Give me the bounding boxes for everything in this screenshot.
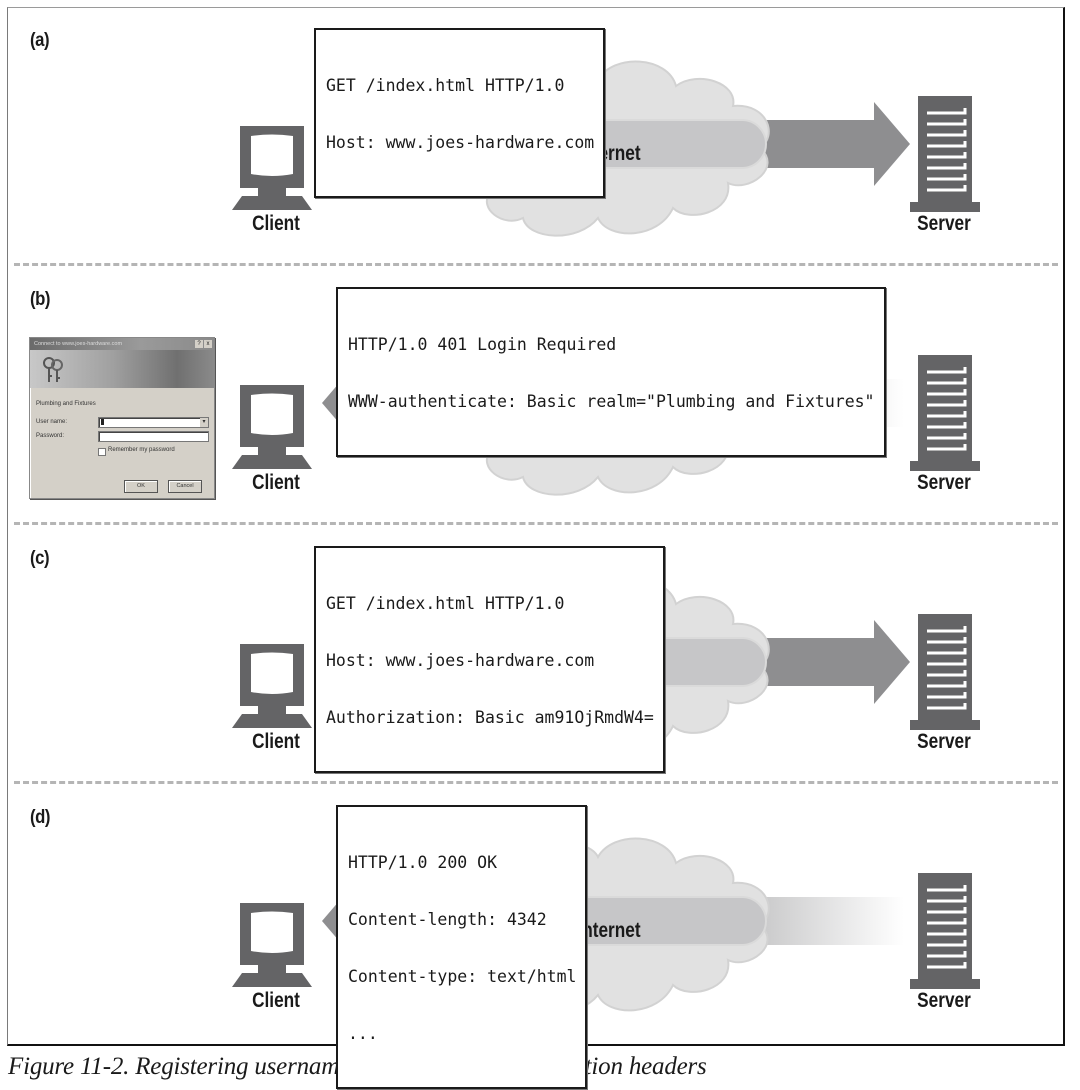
ok-button[interactable]: OK xyxy=(124,480,158,493)
dialog-titlebar: Connect to www.joes-hardware.com ? x xyxy=(30,338,214,350)
client-computer-icon xyxy=(232,644,312,728)
cancel-button[interactable]: Cancel xyxy=(168,480,202,493)
message-line: HTTP/1.0 200 OK xyxy=(348,853,498,872)
panel-b: (b) xyxy=(8,267,1064,526)
panel-a: (a) xyxy=(8,8,1064,267)
remember-password-checkbox[interactable] xyxy=(98,448,106,456)
dialog-title: Connect to www.joes-hardware.com xyxy=(34,341,123,347)
server-icon xyxy=(910,96,980,212)
client-computer-icon xyxy=(232,385,312,469)
client-label: Client xyxy=(252,471,300,494)
server-label: Server xyxy=(917,989,971,1012)
http-response-message: HTTP/1.0 200 OK Content-length: 4342 Con… xyxy=(336,805,588,1089)
client-computer-icon xyxy=(232,126,312,210)
http-request-message: GET /index.html HTTP/1.0 Host: www.joes-… xyxy=(314,546,665,773)
message-line: WWW-authenticate: Basic realm="Plumbing … xyxy=(348,392,875,411)
arrow-head xyxy=(874,620,910,704)
panel-c: (c) xyxy=(8,526,1064,785)
server-icon xyxy=(910,873,980,989)
message-line: Authorization: Basic am91OjRmdW4= xyxy=(326,708,654,727)
message-line: Content-length: 4342 xyxy=(348,910,547,929)
dialog-realm-text: Plumbing and Fixtures xyxy=(36,401,96,407)
message-line: Content-type: text/html xyxy=(348,967,577,986)
dialog-banner xyxy=(30,350,214,388)
http-request-message: GET /index.html HTTP/1.0 Host: www.joes-… xyxy=(314,28,606,198)
message-line: HTTP/1.0 401 Login Required xyxy=(348,335,617,354)
password-label: Password: xyxy=(36,433,65,439)
message-line: GET /index.html HTTP/1.0 xyxy=(326,594,565,613)
server-label: Server xyxy=(917,730,971,753)
panel-label: (d) xyxy=(30,807,51,828)
internet-label: Internet xyxy=(577,919,641,942)
message-line: ... xyxy=(348,1024,378,1043)
password-field[interactable] xyxy=(98,431,209,442)
server-label: Server xyxy=(917,212,971,235)
keys-icon xyxy=(43,357,63,382)
panel-label: (b) xyxy=(30,289,51,310)
panel-divider xyxy=(14,522,1058,525)
arrow-head xyxy=(874,102,910,186)
panel-d: (d) xyxy=(8,785,1064,1089)
message-line: Host: www.joes-hardware.com xyxy=(326,133,595,152)
client-label: Client xyxy=(252,730,300,753)
panel-divider xyxy=(14,781,1058,784)
remember-password-label: Remember my password xyxy=(108,447,175,453)
server-icon xyxy=(910,355,980,471)
panel-label: (c) xyxy=(30,548,50,569)
client-label: Client xyxy=(252,989,300,1012)
username-label: User name: xyxy=(36,419,68,425)
message-line: GET /index.html HTTP/1.0 xyxy=(326,76,565,95)
server-icon xyxy=(910,614,980,730)
user-icon xyxy=(101,419,104,425)
help-icon[interactable]: ? xyxy=(195,340,203,348)
panel-divider xyxy=(14,263,1058,266)
server-label: Server xyxy=(917,471,971,494)
message-line: Host: www.joes-hardware.com xyxy=(326,651,595,670)
chevron-down-icon[interactable]: ▾ xyxy=(200,418,208,427)
close-icon[interactable]: x xyxy=(204,340,212,348)
login-dialog: Connect to www.joes-hardware.com ? x Plu… xyxy=(29,337,215,499)
http-response-message: HTTP/1.0 401 Login Required WWW-authenti… xyxy=(336,287,886,457)
client-label: Client xyxy=(252,212,300,235)
client-computer-icon xyxy=(232,903,312,987)
panel-label: (a) xyxy=(30,30,50,51)
username-field[interactable]: ▾ xyxy=(98,417,209,428)
